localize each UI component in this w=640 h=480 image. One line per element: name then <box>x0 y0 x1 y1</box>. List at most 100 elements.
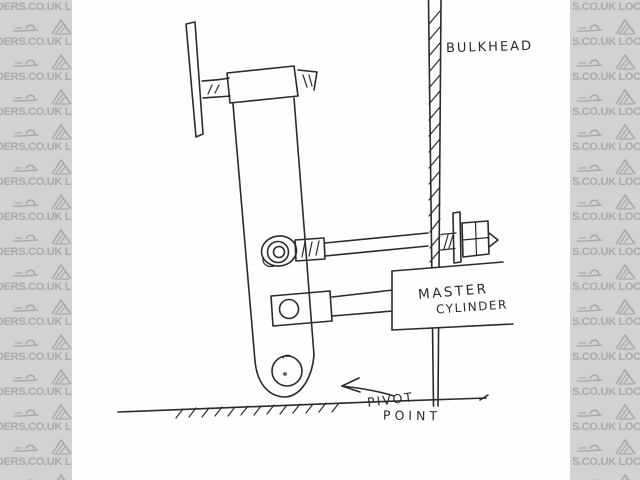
car-logo-icon <box>576 304 603 312</box>
watermark-text: S.CO.UK LOCOST <box>572 351 640 363</box>
watermark-text: DERS.CO.UK LOC <box>0 456 72 468</box>
watermark-text: S.CO.UK LOCOST <box>572 106 640 118</box>
watermark-tile: DERS.CO.UK LOC <box>0 245 72 280</box>
watermark-logos <box>570 155 640 175</box>
watermark-tile: DERS.CO.UK LOC <box>0 105 72 140</box>
watermark-logos <box>0 400 72 420</box>
watermark-logos <box>570 15 640 35</box>
car-logo-icon <box>576 24 603 32</box>
arch-logo-icon <box>615 18 636 35</box>
arch-logo-icon <box>51 193 72 210</box>
watermark-tile: S.CO.UK LOCOST <box>570 455 640 480</box>
watermark-text: S.CO.UK LOCOST <box>572 456 640 468</box>
watermark-tile: S.CO.UK LOCOST <box>570 140 640 175</box>
arch-logo-icon <box>56 473 66 480</box>
watermark-tile: S.CO.UK LOCOST <box>570 70 640 105</box>
watermark-text: S.CO.UK LOCOST <box>572 176 640 188</box>
watermark-logos <box>570 330 640 350</box>
arch-logo-icon <box>620 473 630 480</box>
watermark-tile: S.CO.UK LOCOST <box>570 105 640 140</box>
car-logo-icon <box>12 24 39 32</box>
car-logo-icon <box>576 444 603 452</box>
watermark-text: DERS.CO.UK LOC <box>0 246 72 258</box>
car-logo-icon <box>576 339 603 347</box>
bulkhead-wall <box>427 0 442 407</box>
pedal-pivot-shaft <box>201 77 231 99</box>
watermark-logos <box>0 295 72 315</box>
car-logo-icon <box>576 234 603 242</box>
car-logo-icon <box>576 374 603 382</box>
watermark-logos <box>0 435 72 455</box>
watermark-text: S.CO.UK LOCOST <box>572 36 640 48</box>
watermark-text: DERS.CO.UK LOC <box>0 141 72 153</box>
pedal-bushing <box>226 65 318 104</box>
master-cylinder-box <box>391 261 514 331</box>
bulkhead-label: BULKHEAD <box>445 38 534 57</box>
pedal-pad <box>185 21 204 138</box>
arch-logo-icon <box>615 53 636 70</box>
car-logo-icon <box>12 94 39 102</box>
arch-logo-icon <box>51 88 72 105</box>
arch-logo-icon <box>51 298 72 315</box>
watermark-logos <box>0 225 72 245</box>
watermark-logos <box>570 260 640 280</box>
car-logo-icon <box>12 444 39 452</box>
car-logo-icon <box>12 129 39 137</box>
pivot-arrow <box>341 377 395 397</box>
arch-logo-icon <box>51 53 72 70</box>
car-logo-icon <box>576 94 603 102</box>
car-logo-icon <box>12 269 39 277</box>
watermark-tile: S.CO.UK LOCOST <box>570 175 640 210</box>
car-logo-icon <box>12 199 39 207</box>
watermark-tile: S.CO.UK LOCOST <box>570 245 640 280</box>
pivot-point-label-line2: POINT <box>382 407 442 424</box>
watermark-logos <box>0 155 72 175</box>
watermark-tile: DERS.CO.UK LOC <box>0 455 72 480</box>
watermark-text: S.CO.UK LOCOST <box>572 386 640 398</box>
watermark-text: DERS.CO.UK LOC <box>0 421 72 433</box>
car-logo-icon <box>576 199 603 207</box>
watermark-logos <box>570 295 640 315</box>
master-cylinder-rod <box>331 289 394 317</box>
car-logo-icon <box>12 409 39 417</box>
watermark-logos <box>570 365 640 385</box>
watermark-tile: S.CO.UK LOCOST <box>570 280 640 315</box>
arch-logo-icon <box>51 228 72 245</box>
watermark-text: DERS.CO.UK LOC <box>0 211 72 223</box>
watermark-logos <box>570 435 640 455</box>
watermark-tile: DERS.CO.UK LOC <box>0 140 72 175</box>
car-logo-icon <box>576 269 603 277</box>
left-watermark-bar: DERS.CO.UK LOC DERS.CO.UK LOC <box>0 0 72 480</box>
watermark-logos <box>570 120 640 140</box>
watermark-logos <box>0 470 72 480</box>
watermark-logos <box>570 50 640 70</box>
watermark-text: S.CO.UK LOCOST <box>572 281 640 293</box>
car-logo-icon <box>12 59 39 67</box>
watermark-text: DERS.CO.UK LOC <box>0 316 72 328</box>
watermark-text: S.CO.UK LOCOST <box>572 246 640 258</box>
car-logo-icon <box>12 339 39 347</box>
car-logo-icon <box>576 129 603 137</box>
watermark-tile: S.CO.UK LOCOST <box>570 385 640 420</box>
watermark-text: S.CO.UK LOCOST <box>572 421 640 433</box>
watermark-text: S.CO.UK LOCOST <box>572 211 640 223</box>
watermark-tile: S.CO.UK LOCOST <box>570 350 640 385</box>
watermark-tile: DERS.CO.UK LOC <box>0 0 72 35</box>
watermark-tile: S.CO.UK LOCOST <box>570 0 640 35</box>
watermark-tile: S.CO.UK LOCOST <box>570 210 640 245</box>
watermark-tile: DERS.CO.UK LOC <box>0 210 72 245</box>
car-logo-icon <box>576 409 603 417</box>
watermark-text: S.CO.UK LOCOST <box>572 71 640 83</box>
car-logo-icon <box>12 374 39 382</box>
watermark-tile: DERS.CO.UK LOC <box>0 350 72 385</box>
watermark-logos <box>570 470 640 480</box>
watermark-tile: DERS.CO.UK LOC <box>0 175 72 210</box>
arch-logo-icon <box>51 18 72 35</box>
right-watermark-bar: S.CO.UK LOCOST S.CO.UK LOCOST <box>570 0 640 480</box>
watermark-logos <box>0 190 72 210</box>
watermark-logos <box>0 15 72 35</box>
arch-logo-icon <box>51 333 72 350</box>
watermark-logos <box>0 50 72 70</box>
